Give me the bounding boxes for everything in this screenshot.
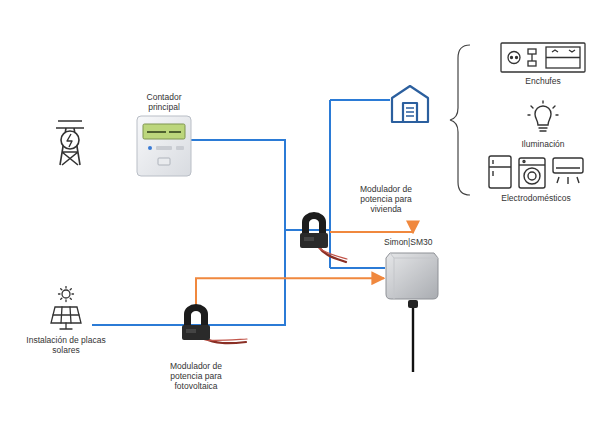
grid-tower-icon: [56, 121, 84, 165]
clamp-icon: [180, 304, 212, 344]
clamp-icon: [298, 212, 330, 252]
sockets-group: Enchufes: [500, 42, 586, 86]
clamp-lead-wires: [204, 246, 347, 343]
group-bracket: [450, 45, 470, 195]
signal-arrow: [196, 278, 384, 304]
current-clamp: Modulador de potencia para vivienda: [298, 212, 330, 252]
power-wires: [92, 100, 390, 325]
appliances-icon: [486, 154, 586, 190]
house-icon: [392, 86, 428, 122]
signal-arrow: [330, 232, 413, 233]
device-cable: [408, 300, 418, 372]
lighting-group: Iluminación: [498, 100, 588, 149]
energy-device: Simon|SM30: [384, 233, 444, 300]
node-label: Modulador de potencia para fotovoltaica: [157, 361, 235, 392]
sockets-icon: [500, 42, 586, 73]
current-clamp: Modulador de potencia para fotovoltaica: [180, 304, 212, 344]
solar-installation: Instalación de placas solares: [20, 286, 112, 355]
node-label: Electrodomésticos: [486, 193, 586, 203]
device-icon: [384, 250, 444, 300]
meter-icon: [135, 115, 193, 177]
node-label: Instalación de placas solares: [20, 335, 112, 355]
node-label: Enchufes: [500, 76, 586, 86]
bulb-icon: [498, 100, 588, 136]
node-label: Modulador de potencia para vivienda: [344, 184, 428, 215]
electricity-meter: Contador principal: [135, 92, 193, 177]
appliances-group: Electrodomésticos: [486, 154, 586, 203]
node-label: Simon|SM30: [384, 233, 444, 247]
device-feed-wire: [330, 267, 385, 269]
node-label: Iluminación: [498, 139, 588, 149]
house-wire: [329, 100, 331, 268]
house-feed-wire: [330, 99, 390, 101]
solar-icon: [20, 286, 112, 332]
node-label: Contador principal: [135, 92, 193, 112]
